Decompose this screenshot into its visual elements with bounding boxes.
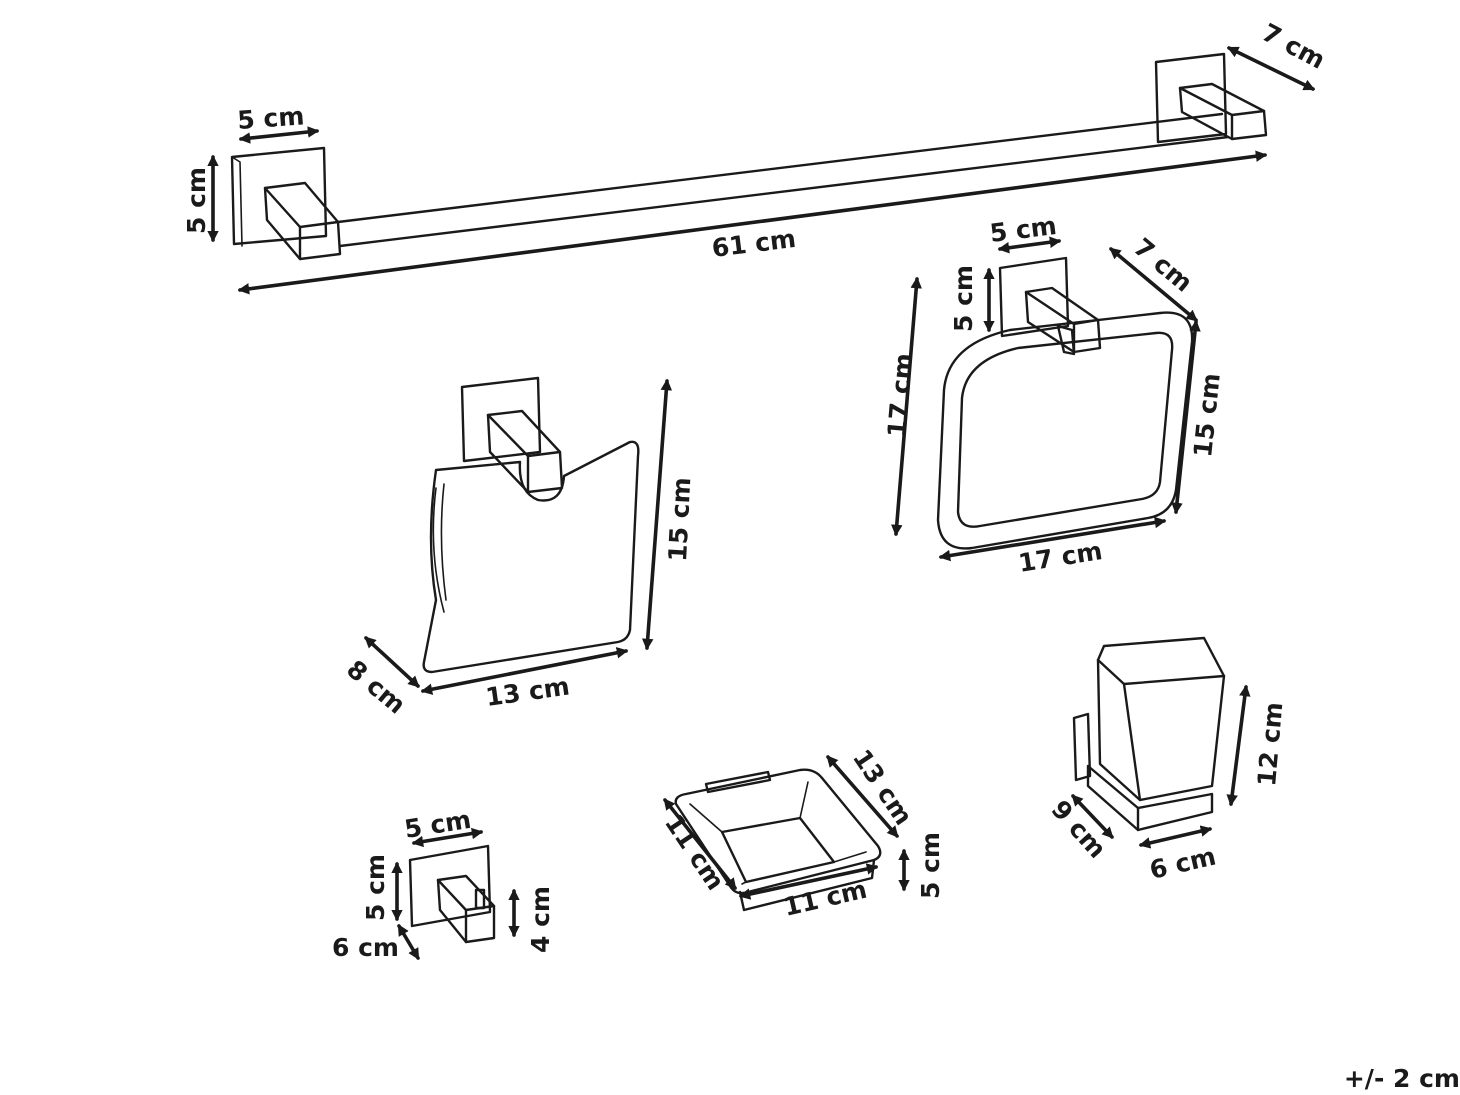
rail-width-label: 5 cm bbox=[236, 101, 305, 135]
ring-inner-height-label: 15 cm bbox=[1188, 372, 1226, 459]
hook-depth-label: 6 cm bbox=[332, 933, 399, 962]
tumbler: 12 cm 9 cm 6 cm bbox=[1046, 636, 1288, 885]
towel-ring: 5 cm 5 cm 7 cm 17 cm 15 cm 17 cm bbox=[882, 211, 1226, 578]
dish-side-label: 11 cm bbox=[659, 809, 730, 895]
ring-total-height-label: 17 cm bbox=[882, 352, 918, 439]
tumbler-depth-label: 9 cm bbox=[1046, 795, 1112, 864]
tolerance-note: +/- 2 cm bbox=[1343, 1064, 1460, 1093]
holder-height-label: 15 cm bbox=[663, 477, 696, 563]
hook-width-label: 5 cm bbox=[402, 805, 473, 844]
rail-length-label: 61 cm bbox=[710, 224, 797, 263]
ring-depth-label: 7 cm bbox=[1128, 232, 1198, 297]
tumbler-width-label: 6 cm bbox=[1147, 842, 1219, 885]
robe-hook: 5 cm 5 cm 6 cm 4 cm bbox=[332, 805, 555, 962]
holder-depth-label: 8 cm bbox=[341, 654, 411, 719]
rail-height-label: 5 cm bbox=[182, 167, 211, 234]
hook-height-label: 5 cm bbox=[361, 854, 390, 921]
dish-height-label: 5 cm bbox=[916, 832, 945, 899]
paper-holder: 15 cm 8 cm 13 cm bbox=[341, 376, 696, 720]
dish-width-label: 11 cm bbox=[781, 875, 870, 922]
tumbler-height-label: 12 cm bbox=[1252, 701, 1288, 788]
ring-height-label: 5 cm bbox=[949, 265, 978, 332]
hook-projection-label: 4 cm bbox=[526, 886, 555, 953]
soap-dish: 13 cm 5 cm 11 cm 11 cm bbox=[659, 744, 945, 922]
